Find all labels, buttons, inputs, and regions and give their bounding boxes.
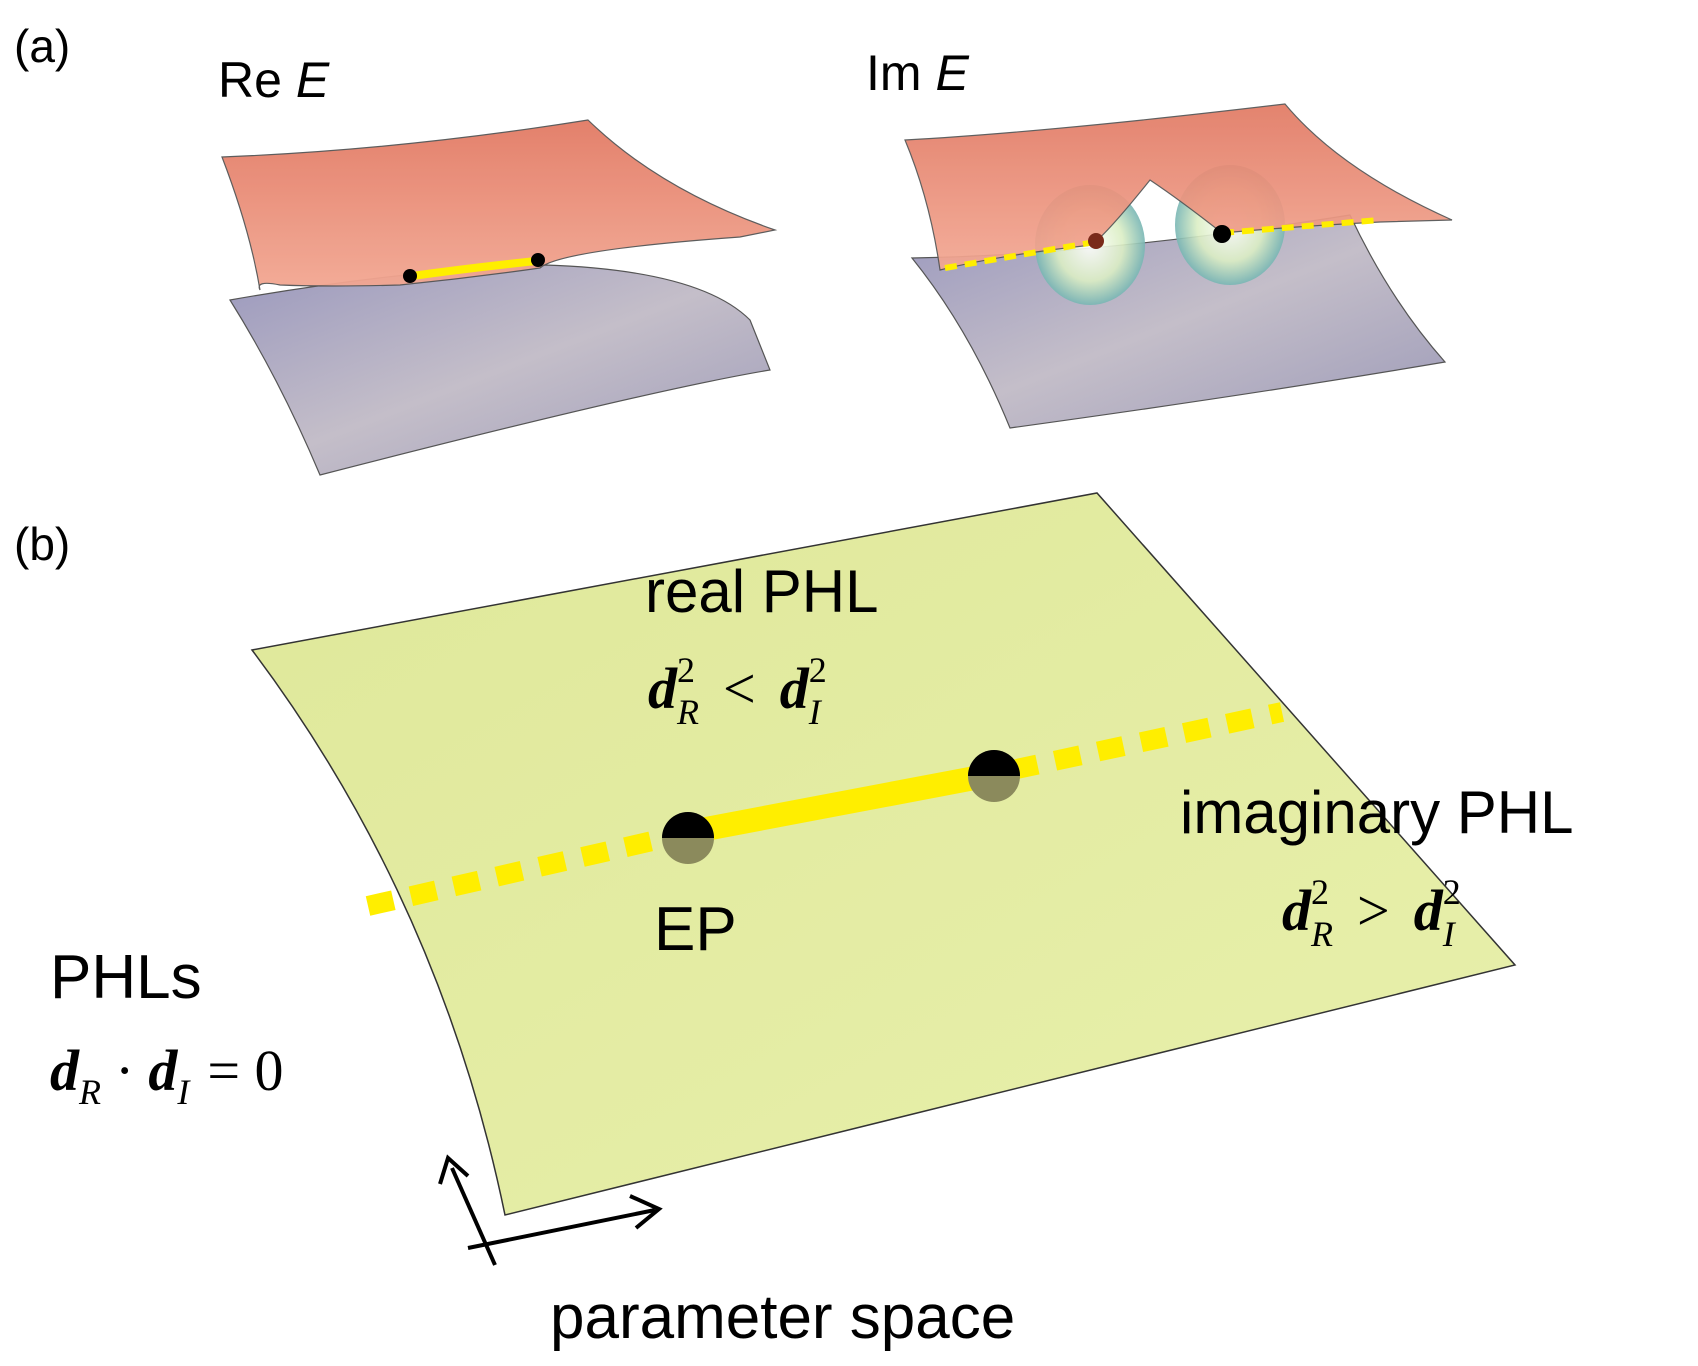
ep-right: [968, 750, 1020, 802]
phls-rhs-sub: I: [176, 1072, 191, 1112]
ep-label: EP: [654, 895, 737, 964]
real-phl-lhs-sub: R: [676, 692, 699, 732]
im-e-ep-left: [1088, 233, 1104, 249]
imaginary-phl-title: imaginary PHL: [1180, 779, 1574, 846]
parameter-axes: [438, 1154, 663, 1266]
im-e-prefix: Im: [866, 45, 935, 101]
im-e-line-right: [1221, 217, 1381, 236]
real-phl-op: <: [723, 656, 756, 721]
re-e-ep-left: [403, 269, 417, 283]
real-phl-rhs: d: [780, 656, 810, 721]
ep-right-cap: [968, 750, 1020, 776]
parameter-plane: [250, 492, 1517, 1216]
imaginary-phl-rhs: d: [1414, 878, 1444, 943]
ep-left: [662, 812, 714, 864]
real-phl-lhs-sup: 2: [677, 650, 695, 690]
ep-left-cap: [662, 812, 714, 838]
phl-dashed-right: [1009, 702, 1285, 780]
panel-a-label: (a): [14, 20, 70, 72]
panel-b-label: (b): [14, 518, 70, 570]
imaginary-phl-lhs: d: [1282, 878, 1312, 943]
re-e-prefix: Re: [218, 52, 296, 108]
phls-dot: ·: [115, 1038, 134, 1103]
re-e-symbol: E: [296, 52, 330, 108]
phls-condition: dR·dI= 0: [50, 1038, 284, 1112]
phls-lhs-sub: R: [78, 1072, 101, 1112]
phls-title: PHLs: [50, 943, 202, 1012]
real-phl-title: real PHL: [645, 558, 878, 625]
imaginary-phl-rhs-sub: I: [1442, 914, 1457, 954]
phl-solid-real: [678, 765, 992, 844]
phls-rhs: d: [148, 1038, 178, 1103]
real-phl-lhs: d: [648, 656, 678, 721]
im-e-ep-right: [1213, 225, 1231, 243]
parameter-space-caption: parameter space: [550, 1283, 1015, 1352]
im-e-title: Im E: [866, 45, 969, 101]
real-phl-rhs-sub: I: [808, 692, 823, 732]
im-e-surfaces: [904, 103, 1453, 429]
imaginary-phl-lhs-sup: 2: [1311, 872, 1329, 912]
phls-lhs: d: [50, 1038, 80, 1103]
re-e-ep-right: [531, 253, 545, 267]
phl-dashed-left: [365, 827, 673, 916]
real-phl-rhs-sup: 2: [809, 650, 827, 690]
imaginary-phl-op: >: [1357, 878, 1390, 943]
re-e-lower-sheet: [229, 264, 771, 476]
imaginary-phl-lhs-sub: R: [1310, 914, 1333, 954]
re-e-upper-sheet: [221, 119, 778, 291]
re-e-fermi-arc: [408, 257, 540, 280]
phls-eq: = 0: [207, 1038, 283, 1103]
axis-arrow-horizontal-head: [629, 1194, 663, 1230]
im-e-line-left: [944, 239, 1096, 271]
axis-arrow-horizontal: [467, 1208, 656, 1250]
imaginary-phl-rhs-sup: 2: [1443, 872, 1461, 912]
re-e-title: Re E: [218, 52, 330, 108]
im-e-symbol: E: [935, 45, 969, 101]
axis-arrow-vertical: [450, 1167, 497, 1266]
axis-arrow-vertical-head: [438, 1154, 470, 1185]
re-e-surfaces: [221, 119, 778, 476]
